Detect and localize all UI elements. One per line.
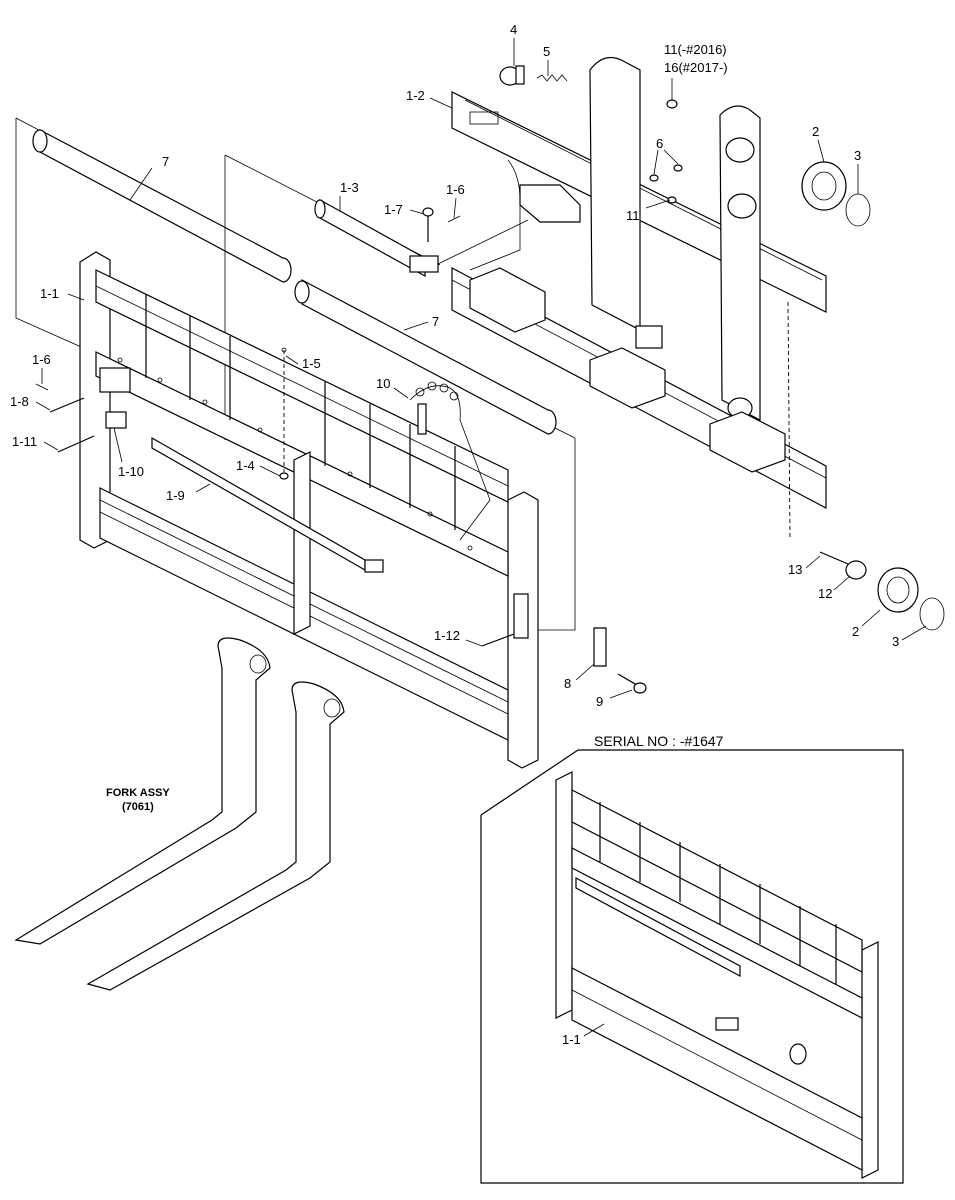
fork-frame <box>79 251 539 769</box>
label-11-16-b: 16(#2017-) <box>664 60 728 75</box>
small-parts <box>35 65 945 694</box>
label-1-4: 1-4 <box>236 458 255 473</box>
label-1-8: 1-8 <box>10 394 29 409</box>
label-4: 4 <box>510 22 517 37</box>
label-1-1: 1-1 <box>40 286 59 301</box>
label-3-bot: 3 <box>892 634 899 649</box>
label-fork-assy: FORK ASSY <box>106 787 170 799</box>
label-7-top: 7 <box>162 154 169 169</box>
label-serial-no: SERIAL NO : -#1647 <box>594 733 724 749</box>
label-1-1-inset: 1-1 <box>562 1032 581 1047</box>
label-3-top: 3 <box>854 148 861 163</box>
label-11: 11 <box>626 208 640 223</box>
part-labels: 4 5 11(-#2016) 16(#2017-) 1-2 2 3 6 11 7… <box>10 22 899 1047</box>
label-9: 9 <box>596 694 603 709</box>
label-7-mid: 7 <box>432 314 439 329</box>
leader-lines <box>35 38 927 1037</box>
label-1-7: 1-7 <box>384 202 403 217</box>
label-fork-number: (7061) <box>122 801 154 813</box>
label-13: 13 <box>788 562 802 577</box>
label-12: 12 <box>818 586 832 601</box>
label-1-12: 1-12 <box>434 628 460 643</box>
label-1-10: 1-10 <box>118 464 144 479</box>
label-1-6-top: 1-6 <box>446 182 465 197</box>
label-1-2: 1-2 <box>406 88 425 103</box>
label-1-3: 1-3 <box>340 180 359 195</box>
label-10: 10 <box>376 376 390 391</box>
label-6: 6 <box>656 136 663 151</box>
label-1-5: 1-5 <box>302 356 321 371</box>
label-2-bot: 2 <box>852 624 859 639</box>
label-11-16-a: 11(-#2016) <box>664 42 727 57</box>
label-5: 5 <box>543 44 550 59</box>
label-2-top: 2 <box>812 124 819 139</box>
fork-assy <box>14 637 345 991</box>
label-1-6-left: 1-6 <box>32 352 51 367</box>
inset-box <box>480 749 904 1184</box>
label-1-11: 1-11 <box>12 434 37 449</box>
label-1-9: 1-9 <box>166 488 185 503</box>
carriage-plate <box>451 56 827 509</box>
cylinder-1-3 <box>314 198 529 278</box>
label-8: 8 <box>564 676 571 691</box>
rod-7-upper <box>15 117 292 351</box>
